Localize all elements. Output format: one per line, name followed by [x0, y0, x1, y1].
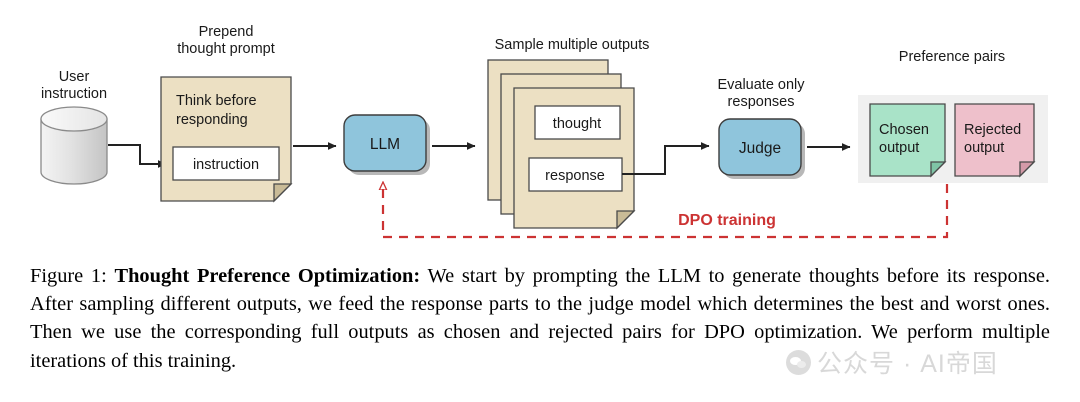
- thought-box: [534, 105, 621, 140]
- caption-prefix: Figure 1:: [30, 265, 107, 287]
- judge-node: Evaluate only responses Judge: [717, 77, 805, 179]
- llm-node-body: [343, 114, 427, 172]
- evaluate-only-label-line1: Evaluate only: [717, 77, 805, 93]
- caption-body: We start by prompting the LLM to generat…: [30, 265, 1050, 372]
- prepend-prompt-label-line1: Prepend: [199, 24, 254, 40]
- thought-prompt-card: Think before responding instruction: [160, 76, 293, 203]
- chosen-output-card: Chosen output: [869, 103, 947, 178]
- preference-pairs-label: Preference pairs: [899, 49, 1005, 65]
- instruction-box: [172, 146, 280, 181]
- connector-instruction-to-card: [108, 144, 167, 168]
- connector-response-to-judge: [622, 142, 710, 175]
- database-cylinder-icon: [40, 106, 108, 185]
- instruction-box-text: instruction: [193, 157, 259, 173]
- response-box-text: response: [545, 168, 605, 184]
- user-instruction-label-line2: instruction: [41, 86, 107, 102]
- dpo-feedback-line: [383, 182, 949, 239]
- llm-node-label: LLM: [370, 136, 400, 153]
- thought-prompt-text-line1: Think before: [176, 93, 257, 109]
- user-instruction-group: User instruction: [40, 69, 108, 185]
- judge-node-label: Judge: [739, 140, 781, 157]
- rejected-output-card: Rejected output: [954, 103, 1036, 178]
- dpo-training-label: DPO training: [678, 212, 776, 229]
- rejected-output-text-line1: Rejected: [964, 122, 1021, 138]
- prepend-thought-prompt-group: Prepend thought prompt Think before resp…: [160, 24, 293, 203]
- sample-outputs-label: Sample multiple outputs: [495, 37, 650, 53]
- evaluate-only-label-line2: responses: [728, 94, 795, 110]
- rejected-output-text-line2: output: [964, 140, 1004, 156]
- chosen-output-text-line2: output: [879, 140, 919, 156]
- caption-title: Thought Preference Optimization:: [114, 265, 421, 287]
- preference-pairs-group: Preference pairs Chosen output Rejected …: [858, 49, 1048, 183]
- response-box: [528, 157, 623, 192]
- pipeline-diagram: User instruction Prepend thought prompt …: [40, 24, 1048, 239]
- user-instruction-label-line1: User: [59, 69, 90, 85]
- prepend-prompt-label-line2: thought prompt: [177, 41, 275, 57]
- thought-prompt-text-line2: responding: [176, 112, 248, 128]
- judge-node-body: [718, 118, 802, 176]
- thought-box-text: thought: [553, 116, 601, 132]
- sample-outputs-group: Sample multiple outputs thought response: [487, 37, 650, 230]
- llm-node: LLM: [343, 114, 430, 175]
- figure-caption: Figure 1: Thought Preference Optimizatio…: [30, 262, 1050, 375]
- output-card-front: thought response: [513, 87, 636, 230]
- chosen-output-text-line1: Chosen: [879, 122, 929, 138]
